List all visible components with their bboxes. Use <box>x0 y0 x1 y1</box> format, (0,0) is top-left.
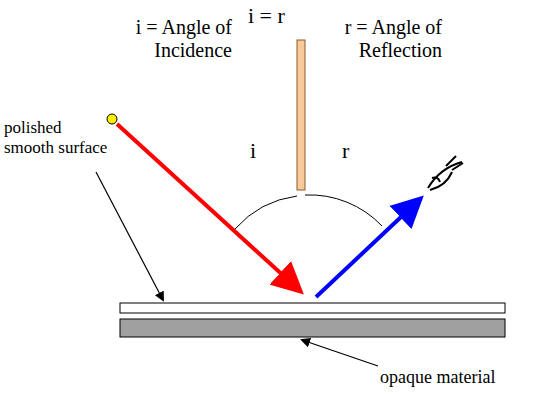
leader-arrow <box>302 340 378 366</box>
polished-surface <box>120 303 505 313</box>
light-source <box>107 114 117 124</box>
opaque-block <box>120 319 505 337</box>
surface-label: polished smooth surface <box>4 118 114 157</box>
incidence-arc <box>235 196 297 229</box>
material-label: opaque material <box>380 367 536 388</box>
reflection-arc <box>305 195 382 226</box>
reflected-ray <box>316 201 418 297</box>
normal-bar <box>297 40 305 190</box>
leader-arrow <box>96 172 163 300</box>
incidence-label: i = Angle of Incidence <box>104 16 232 62</box>
angle-symbol: i <box>250 138 270 163</box>
angle-symbol: r <box>342 138 362 163</box>
reflection-label: r = Angle of Reflection <box>300 16 442 62</box>
equation-label: i = r <box>248 3 318 28</box>
eye-symbol <box>428 156 463 190</box>
